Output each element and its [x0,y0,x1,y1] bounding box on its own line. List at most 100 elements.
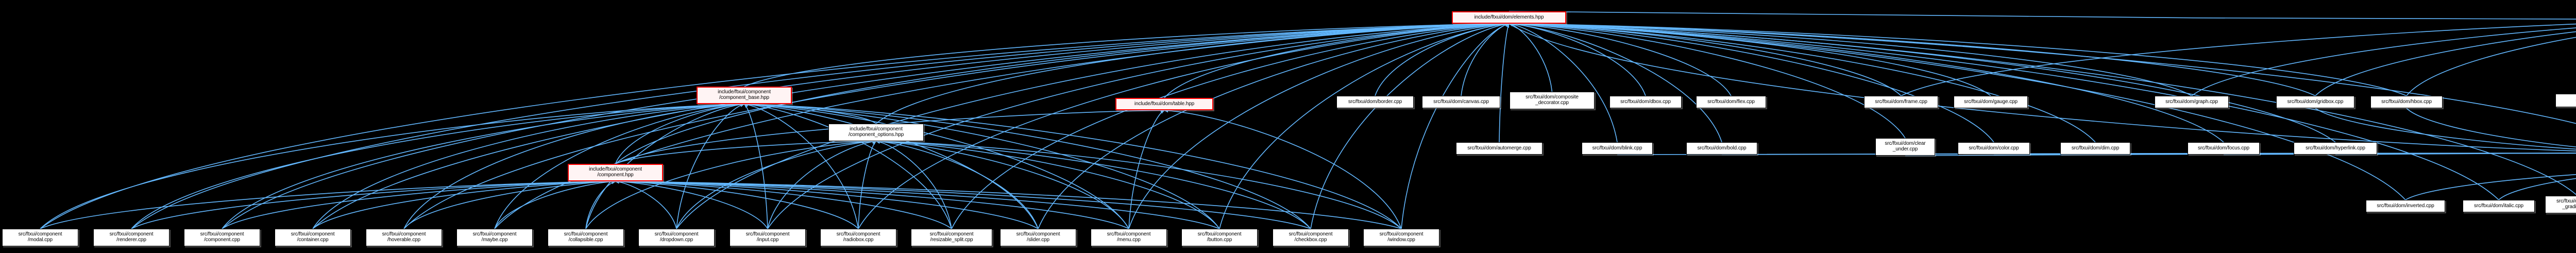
graph-node[interactable]: src/ftxui/component /modal.cpp [2,229,78,246]
graph-node-label: src/ftxui/dom/dim.cpp [2071,145,2120,151]
graph-node[interactable]: src/ftxui/component /hoverable.cpp [366,229,442,246]
graph-node[interactable]: src/ftxui/component /dropdown.cpp [638,229,715,246]
graph-node-label: src/ftxui/dom/border.cpp [1348,98,1402,105]
graph-node-label: src/ftxui/dom/dbox.cpp [1620,98,1671,105]
graph-edge [222,102,745,229]
graph-node[interactable]: src/ftxui/dom/graph.cpp [2155,96,2229,108]
graph-node[interactable]: src/ftxui/dom/italic.cpp [2463,200,2535,212]
graph-edge [1509,22,2316,96]
graph-edge [1509,22,2096,143]
graph-edge [743,102,1402,229]
graph-node-label: src/ftxui/component /collapsible.cpp [564,231,608,243]
graph-edge [615,179,1039,229]
graph-node[interactable]: src/ftxui/dom/focus.cpp [2188,142,2260,155]
graph-node-label: src/ftxui/dom/italic.cpp [2474,203,2523,209]
graph-node-label: src/ftxui/component /window.cpp [1379,231,1423,243]
graph-edge [615,179,1129,229]
graph-edge [2223,153,2576,155]
graph-edge [1164,22,1510,98]
graph-edge [312,102,745,229]
graph-edge [615,179,859,229]
graph-node[interactable]: src/ftxui/dom/inverted.cpp [2366,200,2445,212]
graph-node[interactable]: src/ftxui/component /input.cpp [730,229,806,246]
graph-node[interactable]: src/ftxui/dom/hbox.cpp [2370,96,2443,108]
graph-edge [858,22,1510,229]
graph-node[interactable]: src/ftxui/dom/color.cpp [1958,142,2030,155]
graph-edge [1509,23,2576,151]
graph-node[interactable]: src/ftxui/component /radiobox.cpp [820,229,896,246]
graph-node[interactable]: src/ftxui/component /collapsible.cpp [548,229,624,246]
graph-edge [131,179,616,229]
graph-node[interactable]: include/ftxui/component /component_optio… [828,124,924,141]
graph-edge [743,102,952,229]
graph-node[interactable]: src/ftxui/dom/clear _under.cpp [1875,138,1935,156]
graph-node-label: src/ftxui/dom/flex.cpp [1707,98,1755,105]
graph-edge [1509,22,2499,200]
graph-node[interactable]: src/ftxui/dom/blink.cpp [1582,142,1653,155]
graph-edge [615,179,952,229]
graph-node-label: src/ftxui/dom/automerge.cpp [1467,145,1531,151]
graph-edge [1509,22,1618,143]
graph-node[interactable]: src/ftxui/dom/paragraph.cpp [2555,94,2576,107]
graph-edge [40,179,616,229]
graph-node[interactable]: src/ftxui/component /container.cpp [275,229,351,246]
graph-node[interactable]: src/ftxui/dom/gauge.cpp [1954,96,2028,108]
graph-node[interactable]: src/ftxui/component /slider.cpp [1000,229,1076,246]
graph-edge [615,179,768,229]
graph-node-label: include/ftxui/component /component.hpp [589,166,642,178]
graph-node[interactable]: src/ftxui/dom/linear _gradient.cpp [2545,196,2576,213]
graph-edge [615,139,877,164]
graph-node[interactable]: src/ftxui/dom/flex.cpp [1696,96,1766,108]
graph-node-label: include/ftxui/dom/elements.hpp [1474,14,1544,20]
graph-edge [767,139,877,229]
graph-node-label: src/ftxui/dom/frame.cpp [1875,98,1927,105]
graph-node[interactable]: src/ftxui/dom/frame.cpp [1864,96,1938,108]
graph-node-label: src/ftxui/component /radiobox.cpp [836,231,880,243]
graph-node-label: src/ftxui/dom/bold.cpp [1697,145,1747,151]
graph-node[interactable]: src/ftxui/component /window.cpp [1363,229,1439,246]
graph-node[interactable]: include/ftxui/dom/elements.hpp [1452,11,1566,24]
graph-edge [585,180,616,229]
graph-node[interactable]: src/ftxui/component /component.cpp [184,229,260,246]
graph-node[interactable]: src/ftxui/dom/dbox.cpp [1609,96,1682,108]
graph-node[interactable]: src/ftxui/dom/border.cpp [1336,96,1414,108]
graph-edge [494,22,1510,229]
graph-node[interactable]: src/ftxui/component /resizable_split.cpp [911,229,992,246]
graph-node-label: include/ftxui/component /component_base.… [718,89,771,100]
graph-node[interactable]: src/ftxui/component /button.cpp [1181,229,1258,246]
graph-edge [743,103,859,229]
graph-node-label: src/ftxui/dom/focus.cpp [2198,145,2249,151]
graph-edge [1310,22,1510,229]
graph-node[interactable]: include/ftxui/component /component.hpp [568,164,663,181]
graph-node[interactable]: src/ftxui/dom/automerge.cpp [1456,142,1543,155]
graph-node[interactable]: src/ftxui/dom/composite _decorator.cpp [1510,92,1595,109]
graph-edge [875,139,1129,229]
graph-node[interactable]: src/ftxui/dom/gridbox.cpp [2276,96,2354,108]
graph-edge [1509,22,1553,92]
graph-edge [743,102,1039,229]
graph-node[interactable]: src/ftxui/component /maybe.cpp [456,229,533,246]
graph-node[interactable]: src/ftxui/dom/bold.cpp [1686,142,1757,155]
graph-edge [1499,23,1510,143]
graph-edge [1401,23,1510,229]
graph-node-label: src/ftxui/component /slider.cpp [1016,231,1060,243]
graph-node[interactable]: src/ftxui/dom/hyperlink.cpp [2294,142,2377,155]
graph-edge [1509,22,1991,96]
graph-node-label: src/ftxui/dom/inverted.cpp [2377,203,2434,209]
graph-edge [951,22,1510,229]
graph-edge [1219,22,1510,229]
graph-edge [1509,22,2336,143]
graph-node[interactable]: include/ftxui/component /component_base.… [697,87,792,104]
graph-node[interactable]: src/ftxui/component /renderer.cpp [93,229,170,246]
graph-node-label: include/ftxui/component /component_optio… [848,126,904,138]
graph-node[interactable]: src/ftxui/component /menu.cpp [1091,229,1167,246]
graph-node[interactable]: src/ftxui/component /checkbox.cpp [1273,229,1349,246]
graph-node[interactable]: include/ftxui/dom/table.hpp [1115,98,1213,110]
graph-edge [1509,22,1994,143]
graph-edge [743,102,1311,229]
graph-node[interactable]: src/ftxui/dom/dim.cpp [2060,142,2130,155]
graph-node[interactable]: src/ftxui/dom/canvas.cpp [1422,96,1500,108]
graph-edge [1128,22,1510,229]
graph-edge [222,179,616,229]
graph-node-label: src/ftxui/component /dropdown.cpp [654,231,699,243]
